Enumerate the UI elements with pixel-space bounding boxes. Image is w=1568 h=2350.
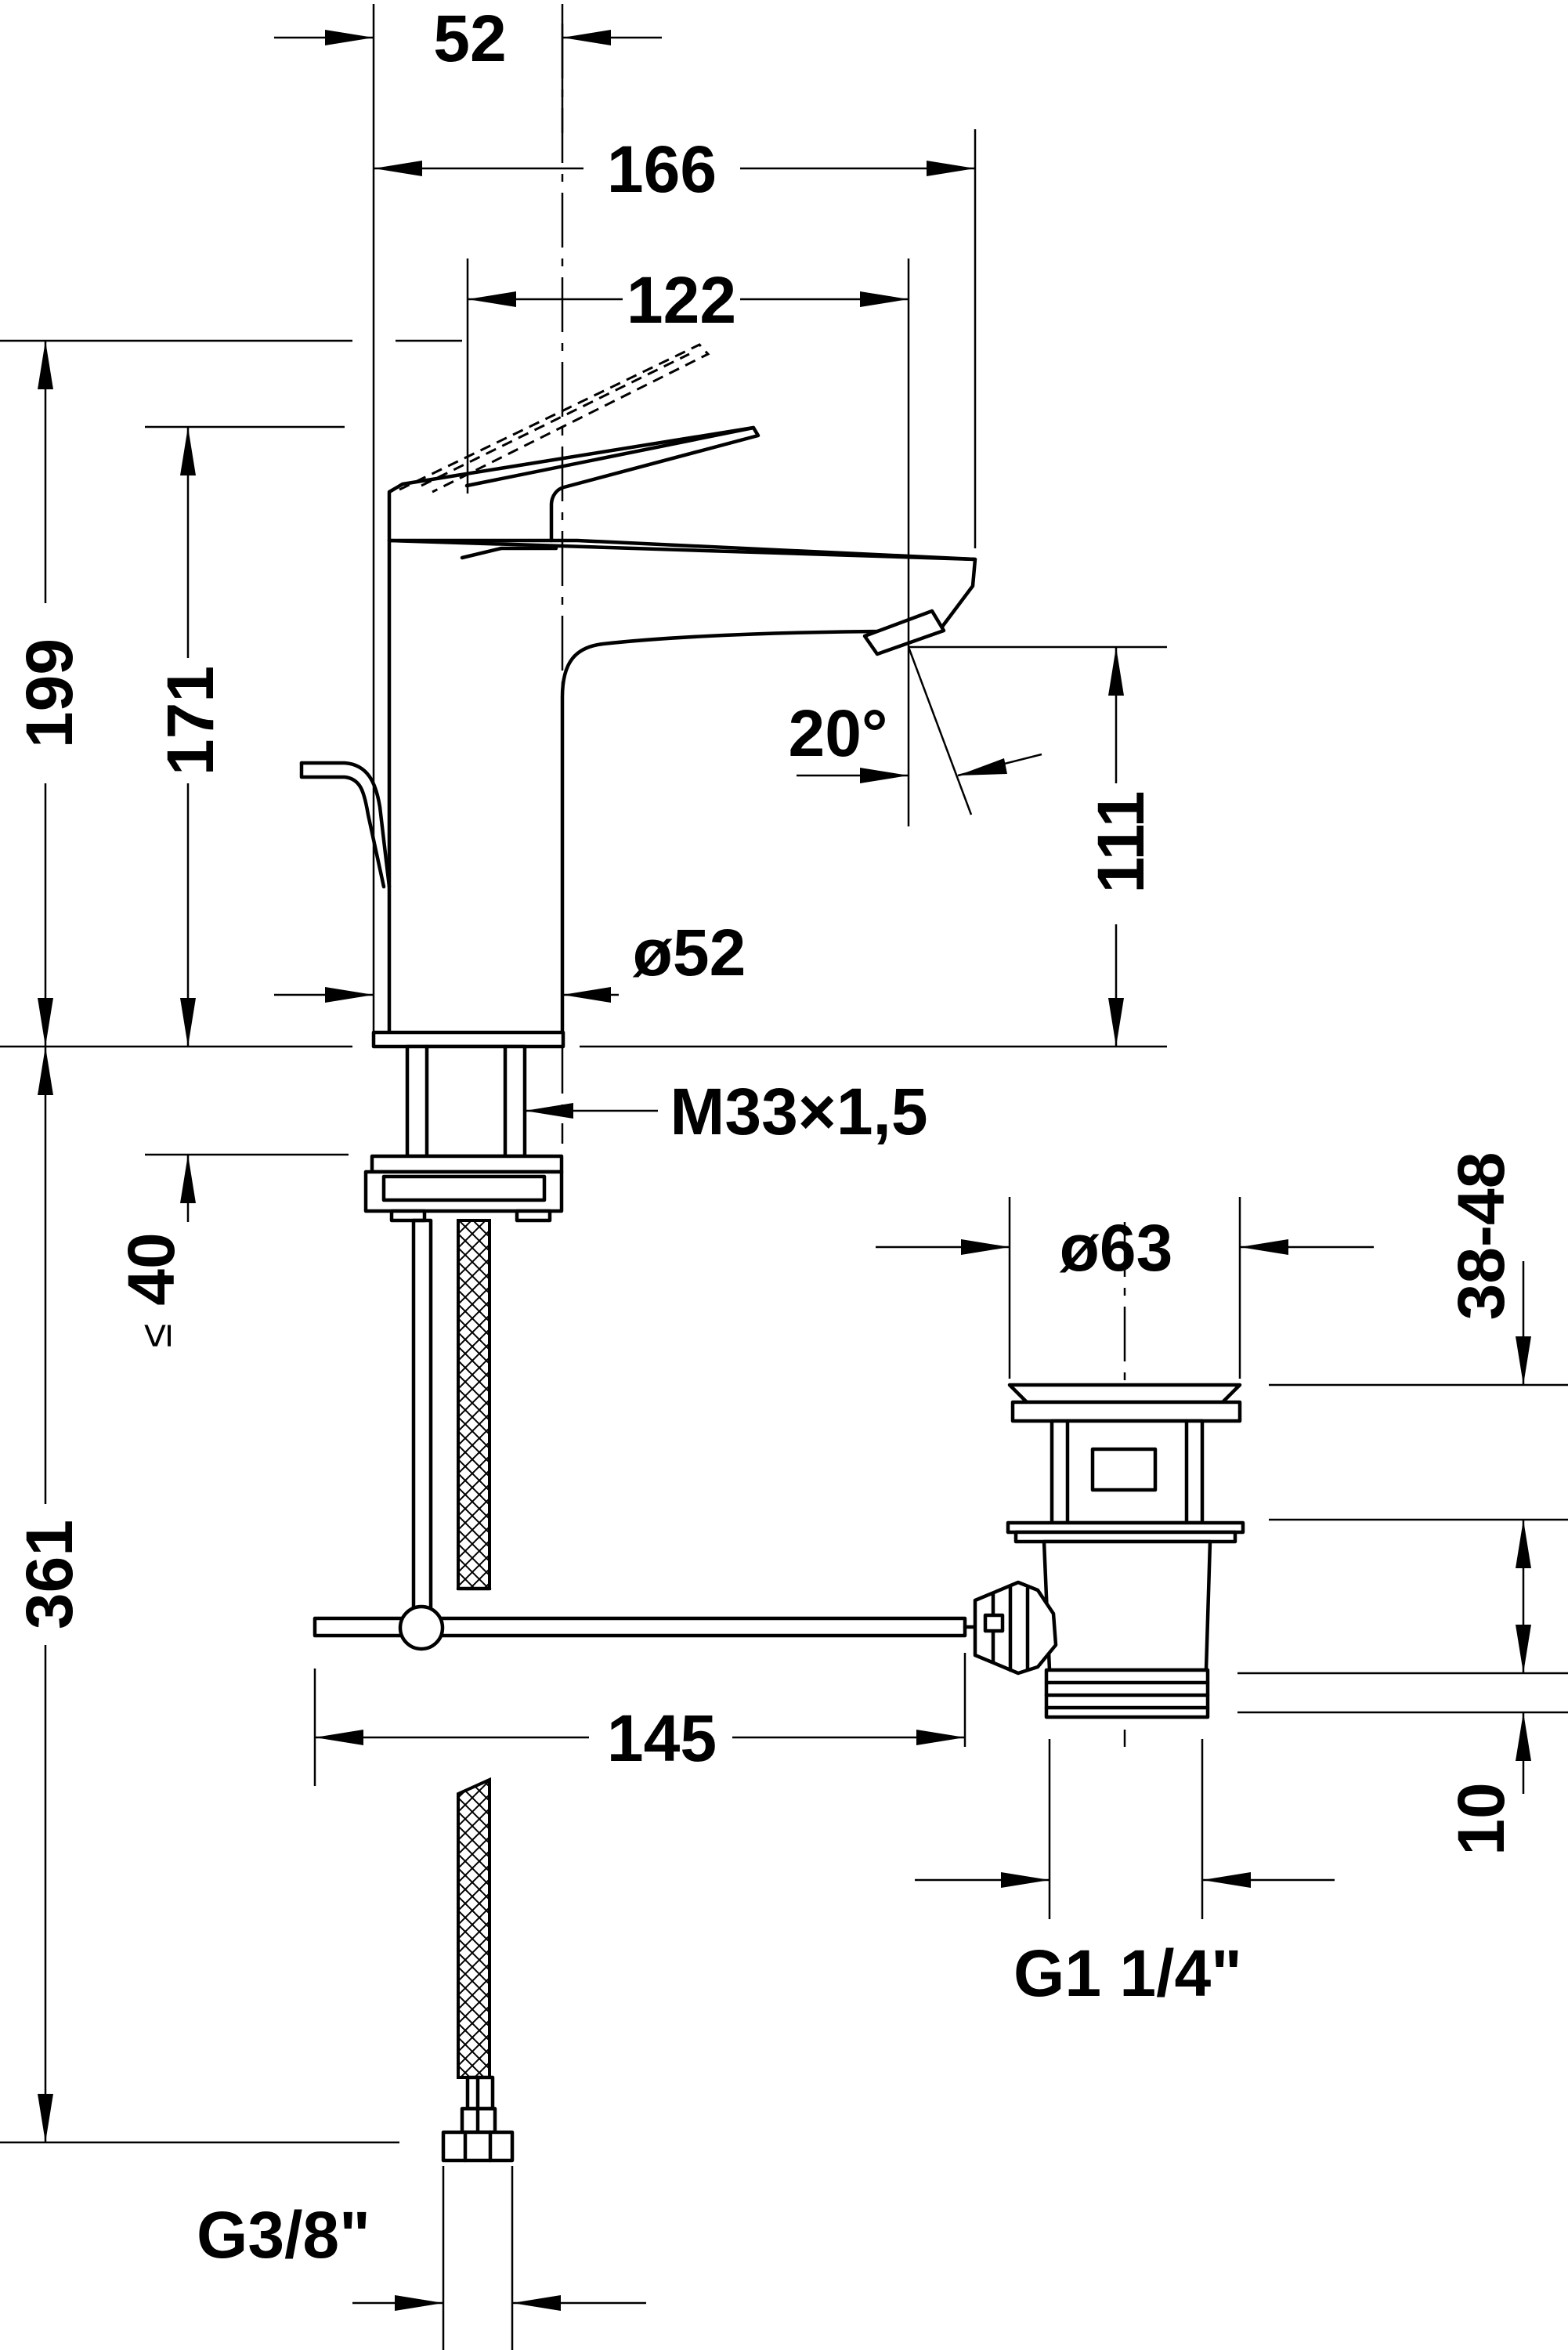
- dim-199-label: 199: [13, 638, 86, 748]
- dimension-lines: [0, 4, 1568, 2350]
- thread-g1-14-label: G1 1/4": [1013, 1936, 1242, 2010]
- thread-g3-8-label: G3/8": [197, 2198, 370, 2272]
- pull-rod-knob: [299, 761, 392, 889]
- faucet-body: [371, 538, 977, 1049]
- dim-10-label: 10: [1444, 1782, 1518, 1855]
- dimension-labels: 52 166 122 199 171 20° 111 ø52 M33×1,5 4…: [13, 2, 1518, 2272]
- lever-handle: [387, 343, 761, 543]
- pop-up-rod: [313, 1604, 977, 1651]
- thread-m33-label: M33×1,5: [670, 1075, 927, 1148]
- dim-40-symbol: ≤: [131, 1324, 180, 1348]
- dim-145-label: 145: [607, 1701, 717, 1775]
- dim-dia52-label: ø52: [633, 916, 746, 989]
- supply-hoses: [411, 1218, 515, 2163]
- dim-52-label: 52: [433, 2, 506, 75]
- dim-20deg-label: 20°: [788, 696, 887, 770]
- waste-valve: [973, 1383, 1245, 1719]
- dimension-arrows: [38, 30, 1531, 2311]
- dim-166-label: 166: [607, 132, 717, 206]
- mounting-shank: [363, 1044, 564, 1223]
- dim-122-label: 122: [627, 263, 736, 337]
- dim-171-label: 171: [154, 666, 227, 776]
- dim-111-label: 111: [1084, 791, 1158, 894]
- dim-38-48-label: 38-48: [1444, 1152, 1518, 1321]
- dim-dia63-label: ø63: [1060, 1211, 1173, 1285]
- dim-40-label: 40: [114, 1232, 188, 1305]
- dim-361-label: 361: [13, 1520, 86, 1629]
